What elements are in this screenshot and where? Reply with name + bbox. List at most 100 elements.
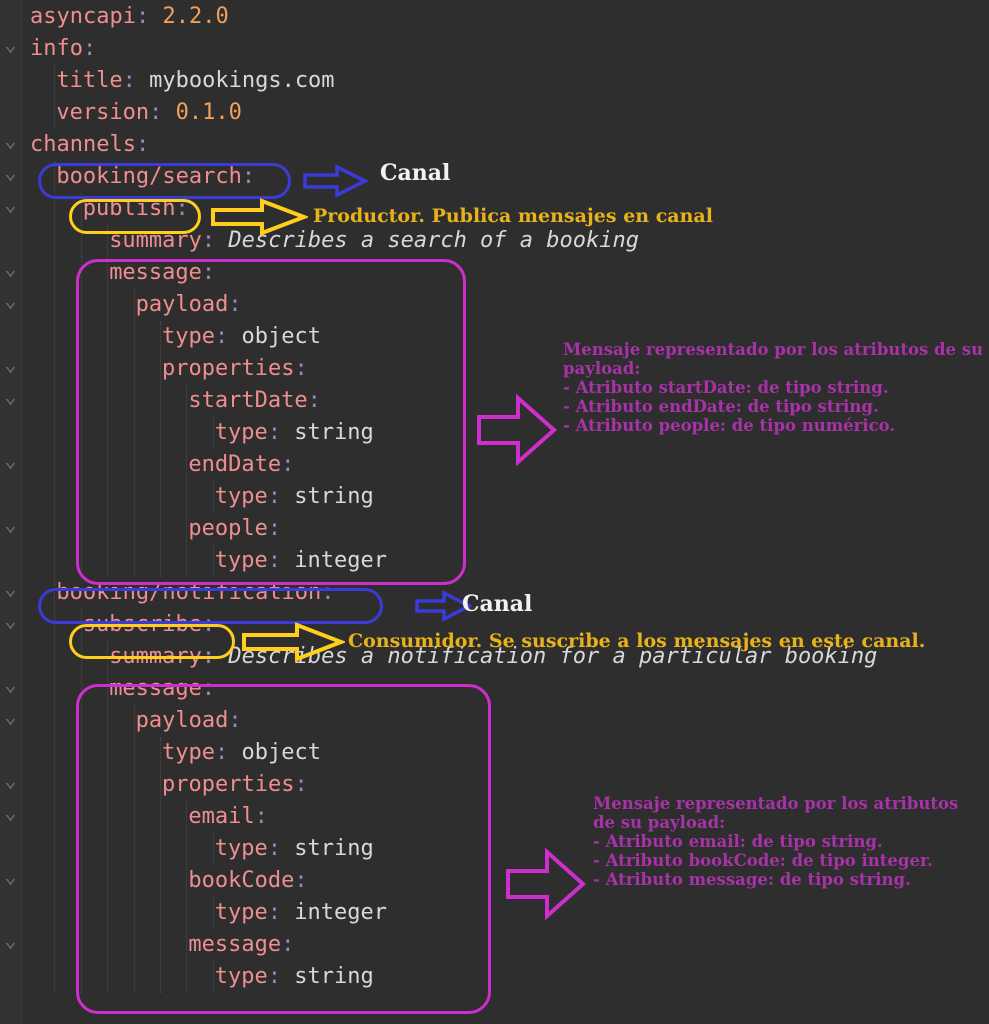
annotation-line: Mensaje representado por los atributos — [593, 794, 959, 813]
indent-guide — [212, 897, 215, 929]
yaml-key: message — [188, 932, 282, 957]
code-line[interactable]: type: string — [215, 833, 374, 865]
yaml-value: string — [281, 964, 374, 989]
code-line[interactable]: message: — [109, 257, 215, 289]
yaml-key: type — [214, 484, 268, 509]
code-line[interactable]: publish: — [83, 193, 189, 225]
code-line[interactable]: version: 0.1.0 — [56, 97, 241, 129]
yaml-colon: : — [201, 260, 216, 285]
fold-chevron-icon[interactable] — [5, 44, 16, 55]
fold-chevron-icon[interactable] — [5, 812, 16, 823]
gold-arrow-publish — [210, 198, 308, 236]
code-line[interactable]: subscribe: — [83, 609, 215, 641]
yaml-key: message — [109, 676, 202, 701]
yaml-value: string — [281, 420, 374, 445]
annotation-line: - Atributo email: de tipo string. — [593, 832, 883, 851]
fold-chevron-icon[interactable] — [5, 204, 16, 215]
yaml-key: type — [214, 836, 268, 861]
fold-chevron-icon[interactable] — [5, 588, 16, 599]
code-line[interactable]: booking/search: — [56, 161, 255, 193]
indent-guide — [54, 65, 56, 129]
yaml-key: publish — [82, 196, 176, 221]
code-line[interactable]: people: — [188, 513, 281, 545]
indent-guide — [212, 417, 215, 449]
fold-chevron-icon[interactable] — [5, 524, 16, 535]
yaml-colon: : — [254, 804, 268, 829]
fold-chevron-icon[interactable] — [5, 876, 16, 887]
yaml-key: properties — [162, 356, 295, 381]
yaml-colon: : — [122, 68, 136, 93]
yaml-colon: : — [294, 868, 308, 893]
annotation-line: Mensaje representado por los atributos d… — [563, 340, 984, 359]
editor-gutter — [0, 0, 22, 1024]
fold-chevron-icon[interactable] — [5, 364, 16, 375]
indent-guide — [212, 833, 215, 865]
code-line[interactable]: channels: — [30, 129, 149, 161]
code-line[interactable]: booking/notification: — [56, 577, 334, 609]
yaml-key: summary — [109, 228, 202, 253]
code-line[interactable]: type: object — [162, 737, 321, 769]
annotation-line: - Atributo endDate: de tipo string. — [563, 397, 879, 416]
annotation-line: de su payload: — [593, 813, 726, 832]
code-line[interactable]: bookCode: — [188, 865, 307, 897]
yaml-key: startDate — [188, 388, 308, 413]
code-line[interactable]: endDate: — [188, 449, 294, 481]
yaml-value: object — [228, 324, 321, 349]
code-line[interactable]: message: — [188, 929, 294, 961]
yaml-colon: : — [321, 580, 335, 605]
code-line[interactable]: type: integer — [215, 897, 387, 929]
yaml-key: booking/notification — [56, 580, 322, 605]
annotation-line: - Atributo startDate: de tipo string. — [563, 378, 889, 397]
code-line[interactable]: type: string — [215, 417, 374, 449]
annotation-publish-producer: Productor. Publica mensajes en canal — [313, 205, 713, 227]
yaml-key: type — [214, 900, 268, 925]
code-line[interactable]: info: — [30, 33, 96, 65]
fold-chevron-icon[interactable] — [5, 940, 16, 951]
indent-guide — [107, 225, 109, 577]
code-line[interactable]: type: string — [215, 961, 374, 993]
yaml-key: payload — [135, 292, 229, 317]
yaml-colon: : — [228, 708, 242, 733]
code-line[interactable]: type: object — [162, 321, 321, 353]
fold-chevron-icon[interactable] — [5, 172, 16, 183]
fold-chevron-icon[interactable] — [5, 716, 16, 727]
code-line[interactable]: summary: Describes a notification for a … — [109, 641, 877, 673]
yaml-colon: : — [228, 292, 242, 317]
code-line[interactable]: startDate: — [188, 385, 320, 417]
code-line[interactable]: title: mybookings.com — [56, 65, 334, 97]
fold-chevron-icon[interactable] — [5, 780, 16, 791]
annotation-line: - Atributo people: de tipo numérico. — [563, 416, 896, 435]
code-line[interactable]: email: — [188, 801, 267, 833]
yaml-key: info — [30, 36, 83, 61]
fold-chevron-icon[interactable] — [5, 684, 16, 695]
code-line[interactable]: summary: Describes a search of a booking — [109, 225, 639, 257]
fold-chevron-icon[interactable] — [5, 268, 16, 279]
yaml-colon: : — [214, 324, 229, 349]
code-line[interactable]: properties: — [162, 769, 308, 801]
yaml-value: integer — [281, 900, 387, 925]
code-line[interactable]: properties: — [162, 353, 308, 385]
fold-chevron-icon[interactable] — [5, 460, 16, 471]
indent-guide — [212, 545, 215, 577]
indent-guide — [212, 961, 215, 993]
fold-chevron-icon[interactable] — [5, 396, 16, 407]
fold-chevron-icon[interactable] — [5, 620, 16, 631]
yaml-key: bookCode — [188, 868, 295, 893]
yaml-key: title — [56, 68, 123, 93]
code-line[interactable]: type: string — [215, 481, 374, 513]
indent-guide — [160, 737, 162, 993]
annotation-canal-notification: Canal — [462, 591, 533, 617]
code-line[interactable]: type: integer — [215, 545, 387, 577]
fold-chevron-icon[interactable] — [5, 140, 16, 151]
yaml-key: endDate — [188, 452, 282, 477]
code-line[interactable]: payload: — [136, 289, 242, 321]
code-line[interactable]: message: — [109, 673, 215, 705]
yaml-key: type — [162, 740, 215, 765]
yaml-colon: : — [267, 516, 282, 541]
fold-chevron-icon[interactable] — [5, 300, 16, 311]
yaml-colon: : — [267, 420, 282, 445]
code-line[interactable]: payload: — [136, 705, 242, 737]
code-line[interactable]: asyncapi: 2.2.0 — [30, 1, 229, 33]
